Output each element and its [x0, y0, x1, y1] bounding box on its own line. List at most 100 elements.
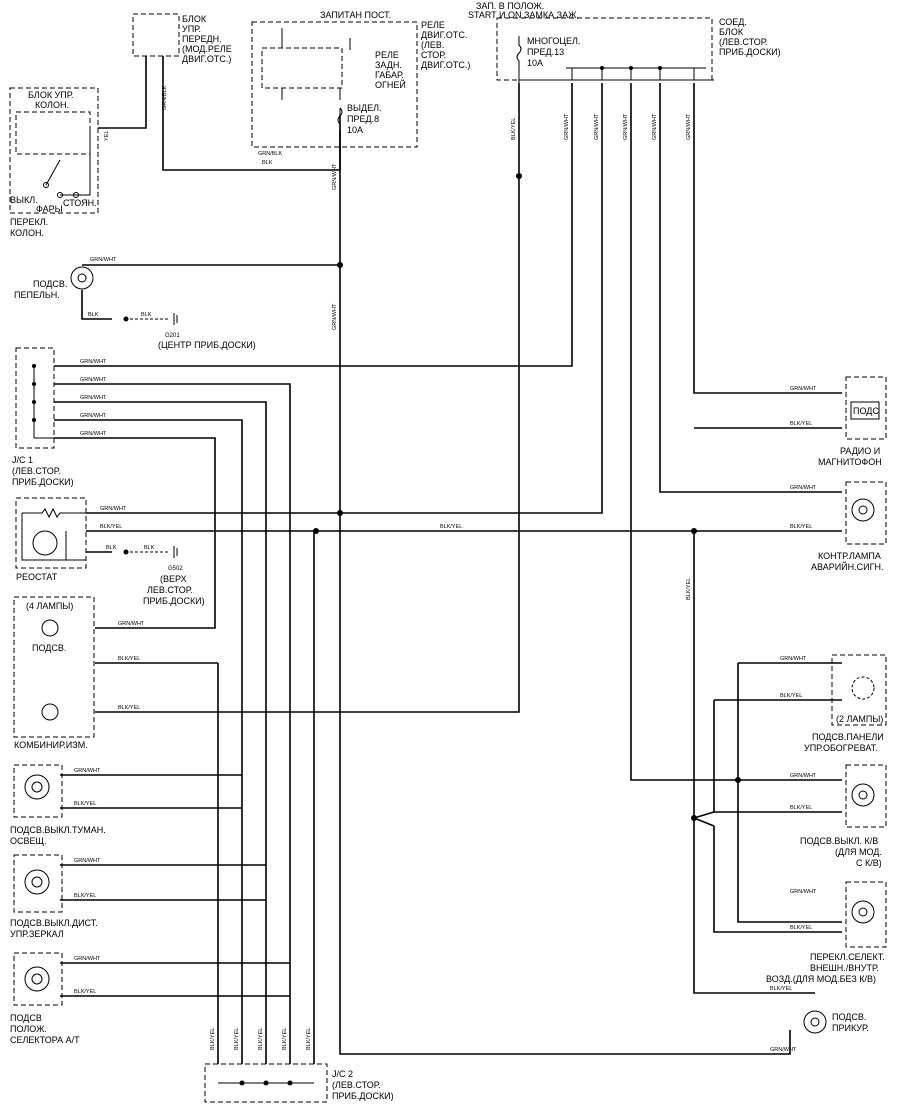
- svg-text:GRN/WHT: GRN/WHT: [74, 858, 101, 864]
- svg-text:КОМБИНИР.ИЗМ.: КОМБИНИР.ИЗМ.: [14, 740, 88, 750]
- svg-text:(ВЕРХ: (ВЕРХ: [160, 574, 187, 584]
- svg-text:10A: 10A: [527, 58, 543, 68]
- svg-text:(ЛЕВ.: (ЛЕВ.: [421, 40, 444, 50]
- svg-text:ПРИКУР.: ПРИКУР.: [832, 1023, 869, 1033]
- svg-text:(2 ЛАМПЫ): (2 ЛАМПЫ): [836, 714, 883, 724]
- fuse-bus-arrows: [566, 67, 706, 80]
- svg-text:BLK/YEL: BLK/YEL: [234, 1028, 240, 1050]
- svg-text:(ЛЕВ.СТОР.: (ЛЕВ.СТОР.: [12, 466, 61, 476]
- fog-switch-outline: [13, 764, 63, 818]
- svg-text:(ЛЕВ.СТОР.: (ЛЕВ.СТОР.: [719, 37, 768, 47]
- cluster-outline: [13, 596, 95, 738]
- svg-text:BLK: BLK: [141, 312, 152, 318]
- radio-label: ПОДС РАДИО И МАГНИТОФОН: [818, 406, 882, 467]
- heater-label: (2 ЛАМПЫ) ПОДСВ.ПАНЕЛИ УПР.ОБОГРЕВАТ.: [804, 714, 884, 753]
- svg-text:G201: G201: [165, 333, 180, 339]
- svg-text:J/C 2: J/C 2: [332, 1069, 353, 1079]
- jc1-outline: [15, 347, 55, 449]
- svg-text:GRN/WHT: GRN/WHT: [332, 303, 338, 330]
- svg-text:BLK/YEL: BLK/YEL: [210, 1028, 216, 1050]
- fuse8-symbol: [337, 107, 343, 125]
- svg-text:GRN/WHT: GRN/WHT: [623, 113, 629, 140]
- svg-text:ПЕПЕЛЬН.: ПЕПЕЛЬН.: [14, 290, 60, 300]
- svg-text:BLK: BLK: [88, 312, 99, 318]
- svg-text:СТОР.: СТОР.: [421, 50, 446, 60]
- ac-switch-outline: [845, 764, 887, 828]
- svg-text:ПЕРЕКЛ.: ПЕРЕКЛ.: [10, 217, 48, 227]
- svg-text:(ДЛЯ МОД.: (ДЛЯ МОД.: [835, 847, 882, 857]
- g201-symbol: [173, 313, 178, 325]
- svg-text:GRN/WHT: GRN/WHT: [80, 413, 107, 419]
- svg-text:ПРИБ.ДОСКИ): ПРИБ.ДОСКИ): [12, 477, 74, 487]
- svg-text:BLK/YEL: BLK/YEL: [282, 1028, 288, 1050]
- lighter-label: ПОДСВ. ПРИКУР.: [832, 1012, 869, 1033]
- svg-text:BLK/YEL: BLK/YEL: [511, 118, 517, 140]
- column-switch-internals: [43, 128, 91, 198]
- column-unit-outline: [9, 87, 99, 214]
- ashtray-ground-wire: [81, 290, 112, 320]
- svg-text:GRN/WHT: GRN/WHT: [770, 1047, 797, 1053]
- svg-text:ДВИГ.ОТС.: ДВИГ.ОТС.: [421, 30, 467, 40]
- jc1-label: J/C 1 (ЛЕВ.СТОР. ПРИБ.ДОСКИ): [12, 455, 74, 487]
- svg-text:GRN/WHT: GRN/WHT: [74, 956, 101, 962]
- svg-text:БЛОК: БЛОК: [719, 27, 744, 37]
- svg-text:BLK/YEL: BLK/YEL: [118, 705, 140, 711]
- svg-text:ВЫДЕЛ.: ВЫДЕЛ.: [347, 103, 381, 113]
- svg-text:РАДИО И: РАДИО И: [840, 446, 880, 456]
- svg-text:BLK/YEL: BLK/YEL: [74, 801, 96, 807]
- svg-text:BLK/YEL: BLK/YEL: [440, 524, 462, 530]
- svg-text:GRN/WHT: GRN/WHT: [790, 889, 817, 895]
- at-switch-outline: [13, 952, 63, 1006]
- svg-text:GRN/WHT: GRN/WHT: [80, 431, 107, 437]
- fuse8-label: ВЫДЕЛ. ПРЕД.8 10A: [347, 103, 381, 135]
- front-unit-outline: [132, 13, 180, 57]
- svg-text:СЕЛЕКТОРА А/Т: СЕЛЕКТОРА А/Т: [10, 1035, 80, 1045]
- svg-text:ФАРЫ: ФАРЫ: [36, 204, 63, 214]
- cluster-label: (4 ЛАМПЫ) ПОДСВ. КОМБИНИР.ИЗМ.: [14, 601, 88, 750]
- svg-text:ВНЕШН./ВНУТР.: ВНЕШН./ВНУТР.: [810, 963, 879, 973]
- svg-text:START И ON ЗАМКА ЗАЖ.: START И ON ЗАМКА ЗАЖ.: [468, 10, 579, 20]
- mirror-switch-outline: [13, 854, 63, 913]
- recirc-label: ПЕРЕКЛ.СЕЛЕКТ. ВНЕШН./ВНУТР. ВОЗД.(ДЛЯ М…: [766, 952, 885, 984]
- svg-text:GRN/WHT: GRN/WHT: [118, 621, 145, 627]
- svg-text:BLK/YEL: BLK/YEL: [686, 578, 692, 600]
- fuse13-symbol: [516, 36, 522, 83]
- rheostat-label: РЕОСТАТ: [16, 572, 58, 582]
- g201-label: G201 (ЦЕНТР ПРИБ.ДОСКИ): [158, 333, 256, 350]
- svg-text:ПРИБ.ДОСКИ): ПРИБ.ДОСКИ): [719, 47, 781, 57]
- svg-text:GRN/WHT: GRN/WHT: [564, 113, 570, 140]
- column-unit-label: БЛОК УПР. КОЛОН.: [28, 90, 74, 110]
- svg-text:(ЦЕНТР ПРИБ.ДОСКИ): (ЦЕНТР ПРИБ.ДОСКИ): [158, 340, 256, 350]
- svg-text:ПЕРЕДН.: ПЕРЕДН.: [182, 34, 222, 44]
- ac-switch-label: ПОДСВ.ВЫКЛ. К/В (ДЛЯ МОД. С К/В): [800, 836, 882, 868]
- svg-text:КОНТР.ЛАМПА: КОНТР.ЛАМПА: [818, 551, 881, 561]
- svg-text:ВЫКЛ.: ВЫКЛ.: [10, 195, 38, 205]
- svg-text:BLK/YEL: BLK/YEL: [258, 1028, 264, 1050]
- svg-text:ПОДСВ.: ПОДСВ.: [32, 643, 66, 653]
- svg-text:BLK/YEL: BLK/YEL: [790, 925, 812, 931]
- svg-text:БЛОК УПР.: БЛОК УПР.: [28, 90, 74, 100]
- svg-text:BLK/YEL: BLK/YEL: [74, 989, 96, 995]
- svg-text:УПР.ЗЕРКАЛ: УПР.ЗЕРКАЛ: [10, 929, 64, 939]
- svg-text:GRN/WHT: GRN/WHT: [74, 768, 101, 774]
- svg-text:GRN/WHT: GRN/WHT: [594, 113, 600, 140]
- front-unit-label: БЛОК УПР. ПЕРЕДН. (МОД.РЕЛЕ ДВИГ.ОТС.): [182, 14, 232, 64]
- svg-text:BLK/YEL: BLK/YEL: [118, 656, 140, 662]
- svg-text:КОЛОН.: КОЛОН.: [10, 228, 44, 238]
- hazard-label: КОНТР.ЛАМПА АВАРИЙН.СИГН.: [811, 551, 884, 572]
- lamp-icons: [24, 266, 875, 1034]
- svg-text:ПОДСВ.: ПОДСВ.: [33, 279, 67, 289]
- svg-text:УПР.ОБОГРЕВАТ.: УПР.ОБОГРЕВАТ.: [804, 743, 878, 753]
- svg-text:ПОДСВ.: ПОДСВ.: [832, 1012, 866, 1022]
- svg-text:ПОДС: ПОДС: [853, 406, 879, 416]
- svg-text:(МОД.РЕЛЕ: (МОД.РЕЛЕ: [182, 44, 232, 54]
- ignition-note: ЗАП. В ПОЛОЖ. START И ON ЗАМКА ЗАЖ.: [468, 1, 579, 20]
- tail-relay-outline: [261, 47, 343, 89]
- svg-text:ГАБАР.: ГАБАР.: [375, 70, 404, 80]
- svg-text:BLK/YEL: BLK/YEL: [790, 421, 812, 427]
- svg-text:ПЕРЕКЛ.СЕЛЕКТ.: ПЕРЕКЛ.СЕЛЕКТ.: [810, 952, 885, 962]
- svg-text:(ЛЕВ.СТОР.: (ЛЕВ.СТОР.: [332, 1080, 381, 1090]
- svg-text:ЗАДН.: ЗАДН.: [375, 60, 402, 70]
- svg-text:ДВИГ.ОТС.): ДВИГ.ОТС.): [182, 54, 231, 64]
